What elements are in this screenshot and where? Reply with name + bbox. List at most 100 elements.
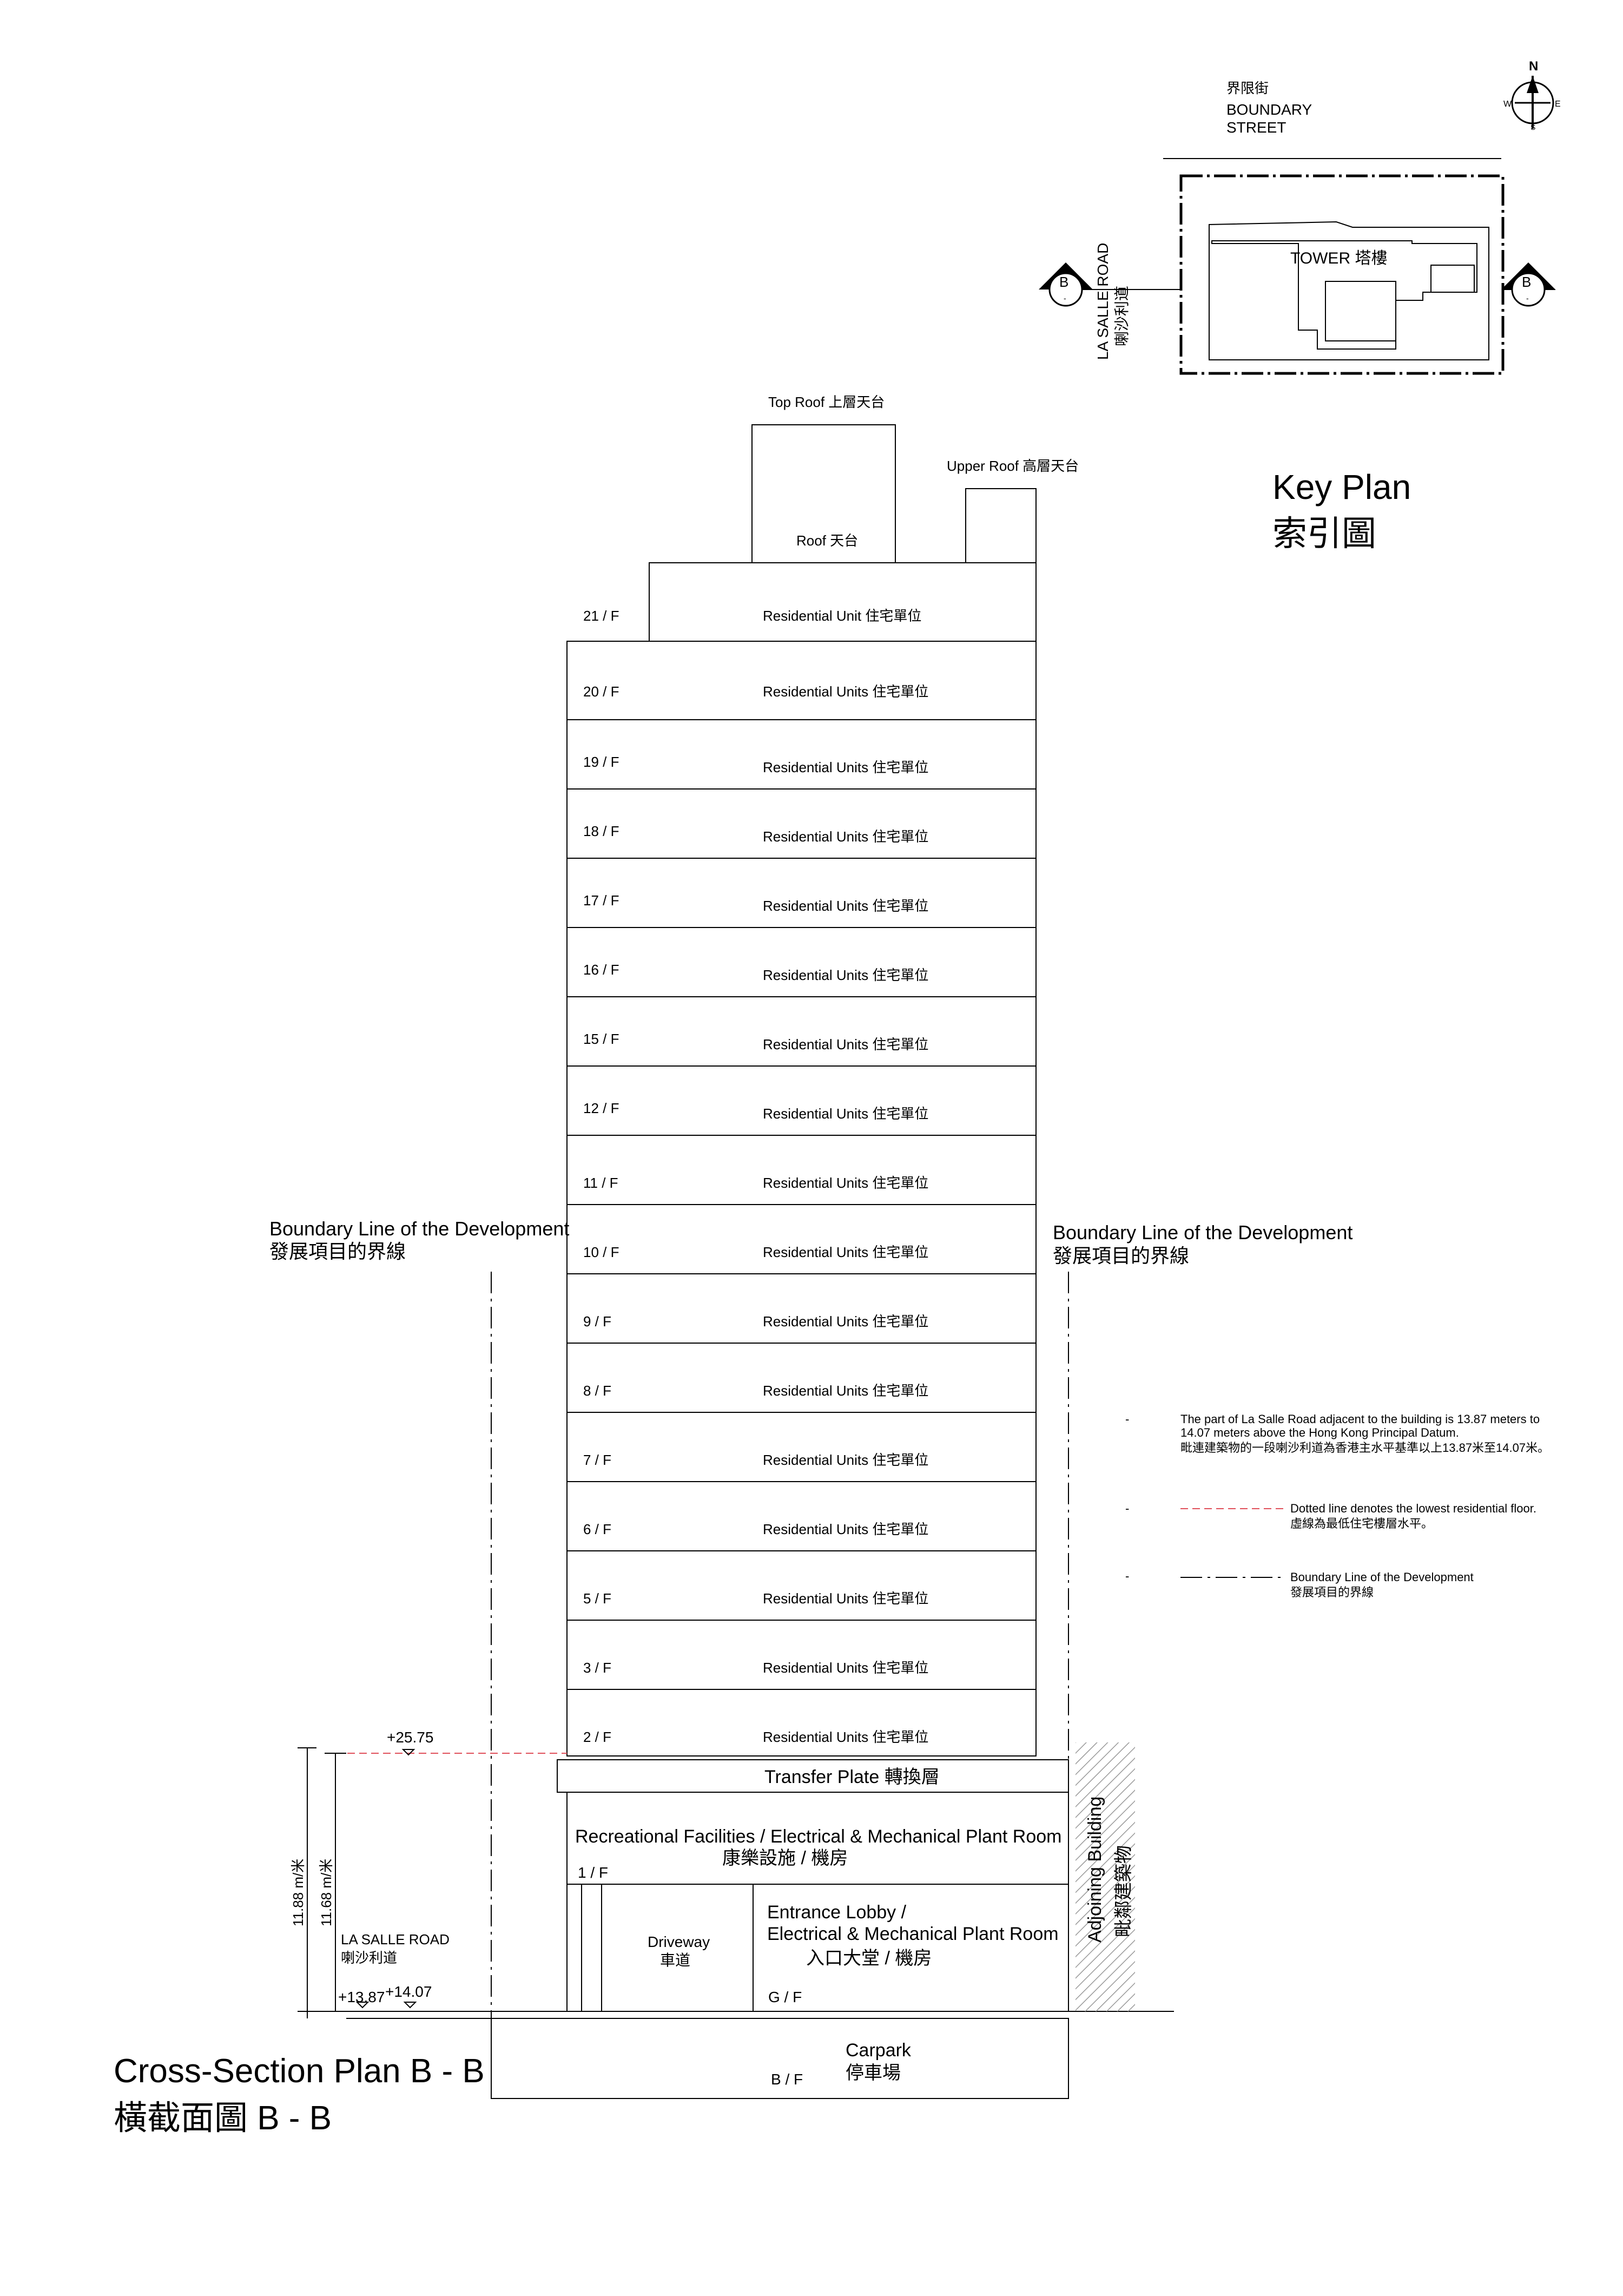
note-dash: - xyxy=(1125,1502,1129,1515)
note-3-en: Boundary Line of the Development xyxy=(1290,1570,1474,1584)
first-floor-label: 1 / F xyxy=(578,1864,608,1881)
floor-level: 9 / F xyxy=(583,1313,611,1330)
note-2-zh: 虛線為最低住宅樓層水平。 xyxy=(1290,1517,1433,1530)
floor-use: Residential Units 住宅單位 xyxy=(763,1244,928,1260)
street-label-en-2: STREET xyxy=(1226,119,1286,136)
note-3-zh: 發展項目的界線 xyxy=(1290,1586,1374,1599)
section-marker-left: B xyxy=(1059,274,1068,290)
section-road-en: LA SALLE ROAD xyxy=(341,1931,450,1948)
floor-use: Residential Units 住宅單位 xyxy=(763,1660,928,1676)
dimension-outer-label: 11.88 m/米 xyxy=(290,1859,306,1926)
svg-text:-: - xyxy=(1064,294,1066,302)
drawing-title-zh: 橫截面圖 B - B xyxy=(114,2100,332,2137)
floor-use: Residential Units 住宅單位 xyxy=(763,967,928,983)
legend-notes: - The part of La Salle Road adjacent to … xyxy=(1125,1412,1549,1599)
ground-floor-label: G / F xyxy=(768,1989,802,2005)
boundary-label-right-zh: 發展項目的界線 xyxy=(1053,1245,1189,1267)
floor-level: 10 / F xyxy=(583,1244,619,1260)
section-marker-right: B xyxy=(1522,274,1531,290)
floor-level: 8 / F xyxy=(583,1383,611,1399)
compass-n: N xyxy=(1529,59,1538,74)
street-label-en-1: BOUNDARY xyxy=(1226,101,1312,118)
floor-use: Residential Units 住宅單位 xyxy=(763,898,928,914)
site-outline xyxy=(1209,221,1489,360)
recreational-label-en: Recreational Facilities / Electrical & M… xyxy=(575,1826,1061,1847)
floor-use: Residential Units 住宅單位 xyxy=(763,1521,928,1537)
key-plan: 界限街 BOUNDARY STREET N S E W TOWER 塔樓 B - xyxy=(1039,59,1561,553)
floor-level: 15 / F xyxy=(583,1031,619,1047)
basement-label: B / F xyxy=(771,2071,803,2088)
adjoining-building-hatch xyxy=(1076,1742,1135,2011)
floor-level: 6 / F xyxy=(583,1521,611,1537)
dimension-inner-label: 11.68 m/米 xyxy=(318,1859,334,1926)
floor-use: Residential Units 住宅單位 xyxy=(763,828,928,845)
floor-level: 17 / F xyxy=(583,892,619,909)
floor-level: 20 / F xyxy=(583,683,619,700)
section-marker-right-icon: B - xyxy=(1501,262,1555,307)
compass-w: W xyxy=(1503,100,1512,109)
svg-text:-: - xyxy=(1526,294,1529,302)
adjoining-label-en: Adjoining Building xyxy=(1085,1797,1105,1943)
floor-use: Residential Unit 住宅單位 xyxy=(763,608,921,624)
key-plan-road-zh: 喇沙利道 xyxy=(1113,286,1130,346)
floor-use: Residential Units 住宅單位 xyxy=(763,1590,928,1607)
compass-s: S xyxy=(1530,123,1535,131)
floor-level: 21 / F xyxy=(583,608,619,624)
note-1-en-2: 14.07 meters above the Hong Kong Princip… xyxy=(1180,1426,1459,1439)
floor-level: 16 / F xyxy=(583,962,619,978)
level-marker-icon xyxy=(401,1749,415,1756)
drawing-title-en: Cross-Section Plan B - B xyxy=(114,2052,485,2090)
note-2-en: Dotted line denotes the lowest residenti… xyxy=(1290,1502,1536,1515)
roof-level-21f xyxy=(649,562,1037,642)
site-boundary xyxy=(1179,174,1505,375)
floor-level: 12 / F xyxy=(583,1100,619,1116)
section-marker-left-icon: B - xyxy=(1039,262,1093,307)
driveway-label-zh: 車道 xyxy=(660,1952,690,1969)
key-plan-title-zh: 索引圖 xyxy=(1272,514,1376,553)
driveway-label-en: Driveway xyxy=(648,1933,710,1950)
boundary-label-left-zh: 發展項目的界線 xyxy=(269,1240,406,1262)
floor-level: 11 / F xyxy=(583,1175,618,1191)
top-roof-label: Top Roof 上層天台 xyxy=(768,394,885,410)
floor-use: Residential Units 住宅單位 xyxy=(763,1383,928,1399)
key-plan-road-en: LA SALLE ROAD xyxy=(1094,243,1111,360)
key-plan-title-en: Key Plan xyxy=(1272,468,1411,506)
adjoining-label-zh: 毗鄰建築物 xyxy=(1113,1845,1134,1937)
section-road-zh: 喇沙利道 xyxy=(341,1950,397,1966)
floor-labels: 21 / F Residential Unit 住宅單位 20 / F Resi… xyxy=(583,608,928,1745)
transfer-plate-label: Transfer Plate 轉換層 xyxy=(764,1767,940,1787)
road-level-low: +13.87 xyxy=(338,1989,385,2005)
upper-roof-label: Upper Roof 高層天台 xyxy=(947,458,1079,474)
level-marker-icon xyxy=(403,2002,417,2009)
floor-level: 7 / F xyxy=(583,1452,611,1468)
roof-label: Roof 天台 xyxy=(796,532,858,549)
floor-level: 2 / F xyxy=(583,1729,611,1745)
level-marker-icon xyxy=(355,2002,370,2009)
note-1-zh: 毗連建築物的一段喇沙利道為香港主水平基準以上13.87米至14.07米。 xyxy=(1180,1441,1549,1455)
residential-tower xyxy=(566,641,1037,1756)
street-label-zh: 界限街 xyxy=(1226,80,1269,96)
note-1-en-1: The part of La Salle Road adjacent to th… xyxy=(1180,1412,1540,1426)
floor-level: 3 / F xyxy=(583,1660,611,1676)
tower-label: TOWER 塔樓 xyxy=(1290,249,1387,267)
north-arrow-icon: N S E W xyxy=(1503,59,1561,131)
note-dash: - xyxy=(1125,1569,1129,1583)
floor-use: Residential Units 住宅單位 xyxy=(763,1313,928,1330)
carpark-block xyxy=(491,2018,1069,2099)
lowest-residential-level: +25.75 xyxy=(387,1729,433,1746)
floor-use: Residential Units 住宅單位 xyxy=(763,1106,928,1122)
floor-lines xyxy=(567,719,1036,1690)
boundary-label-right-en: Boundary Line of the Development xyxy=(1053,1221,1352,1244)
lobby-label-en-1: Entrance Lobby / xyxy=(767,1902,907,1923)
floor-level: 5 / F xyxy=(583,1590,611,1607)
floor-use: Residential Units 住宅單位 xyxy=(763,1175,928,1191)
lobby-label-en-2: Electrical & Mechanical Plant Room xyxy=(767,1924,1059,1944)
floor-level: 18 / F xyxy=(583,823,619,839)
floor-level: 19 / F xyxy=(583,754,619,770)
floor-use: Residential Units 住宅單位 xyxy=(763,1729,928,1745)
compass-e: E xyxy=(1555,100,1561,109)
road-level-high: +14.07 xyxy=(385,1983,432,2000)
floor-use: Residential Units 住宅單位 xyxy=(763,1036,928,1052)
lobby-label-zh: 入口大堂 / 機房 xyxy=(806,1948,932,1969)
